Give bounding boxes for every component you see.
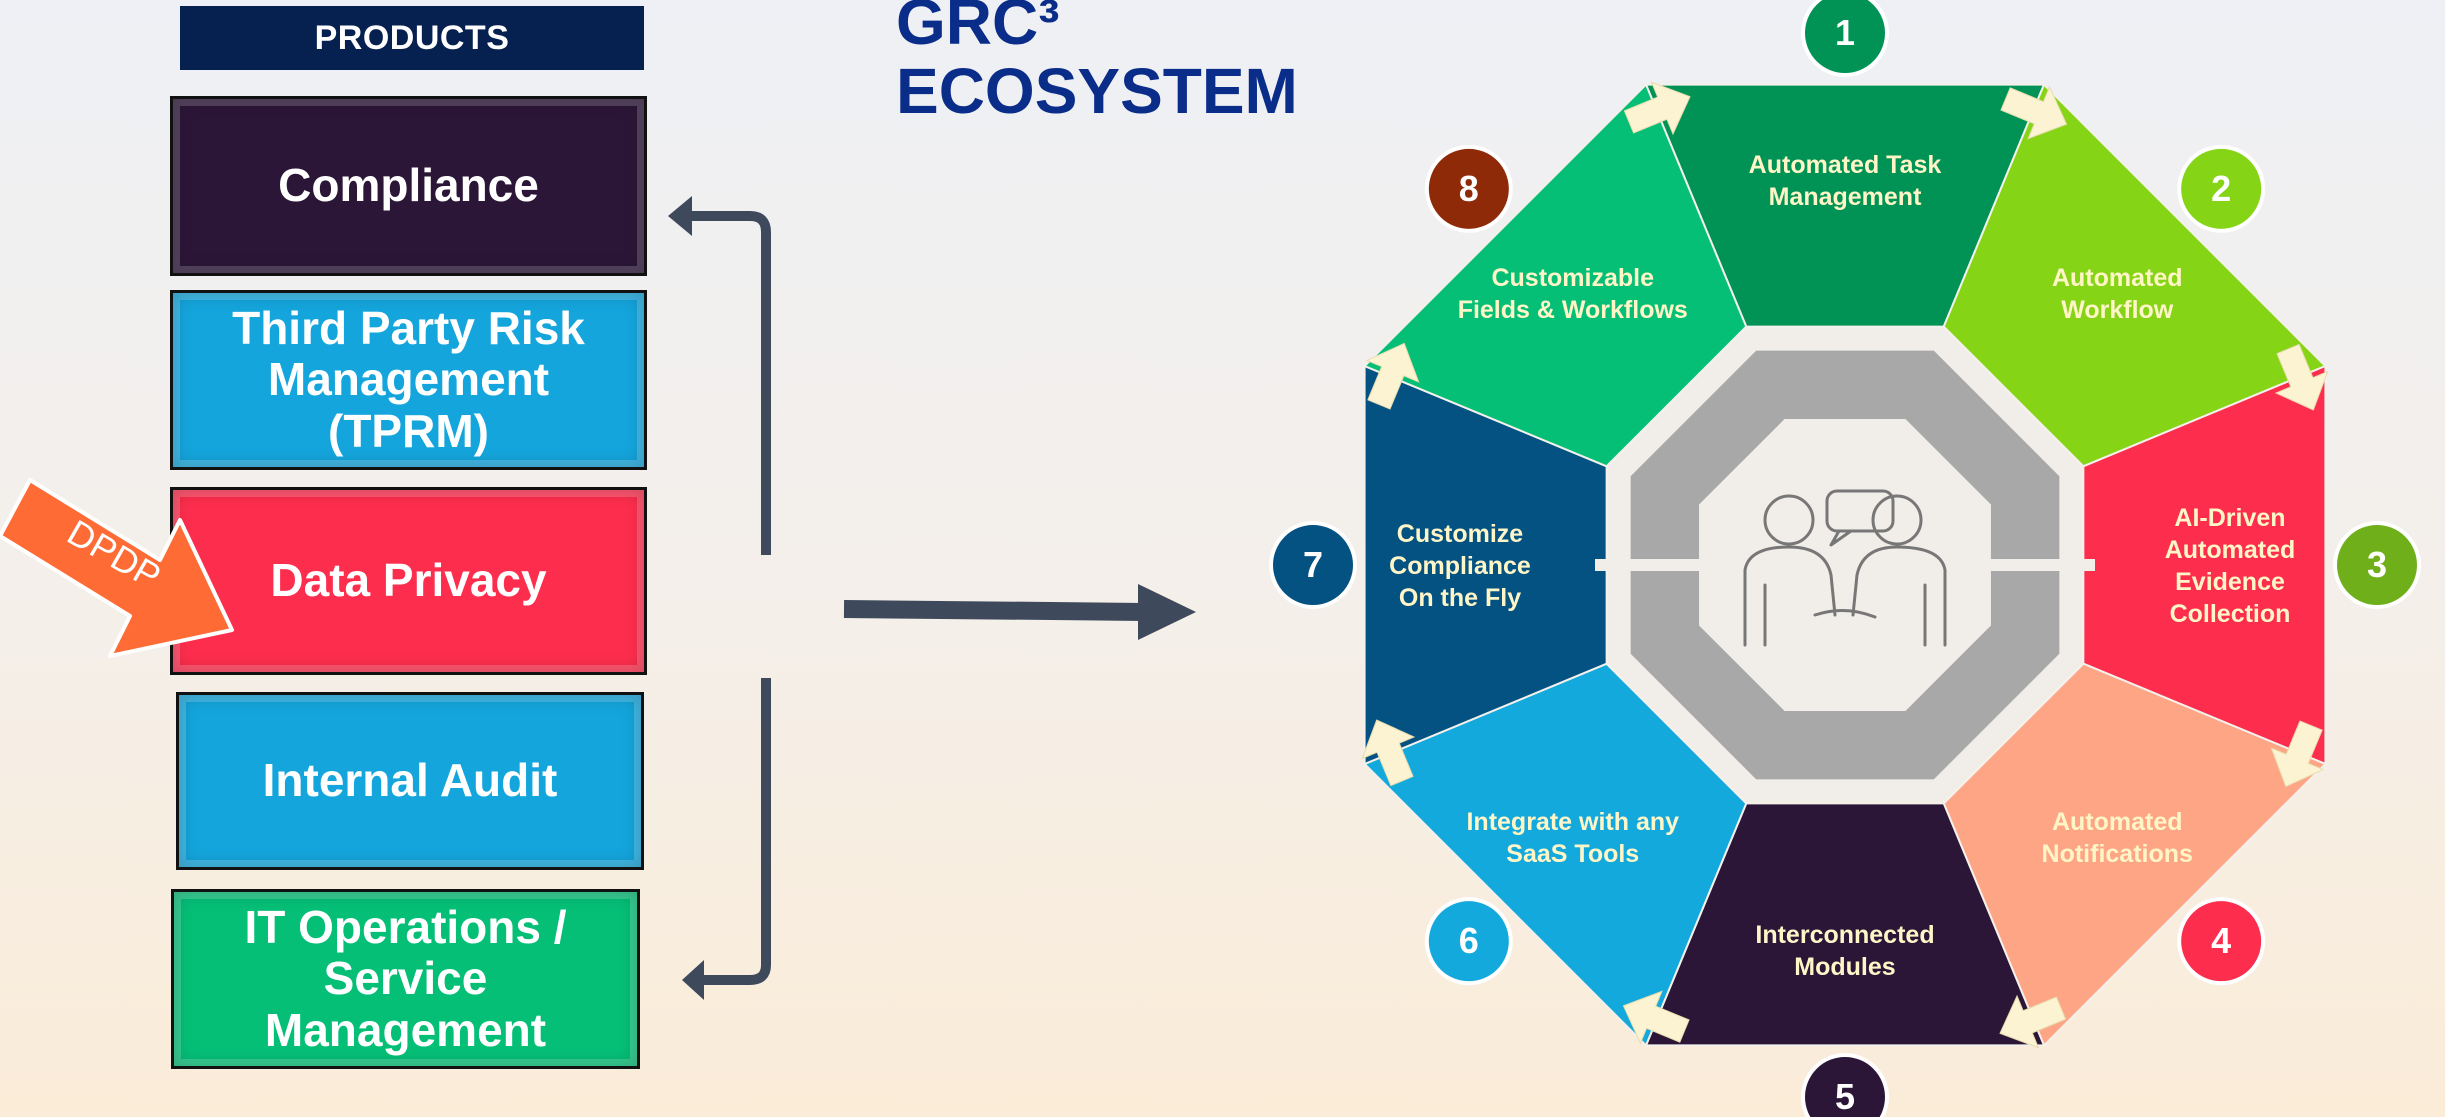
- segment-1-label-line: Automated Task: [1749, 151, 1942, 179]
- badge-7-number: 7: [1303, 544, 1323, 585]
- product-it-operations-line-2: Service: [323, 952, 488, 1005]
- title-line-1: GRC³: [896, 0, 1060, 58]
- connector-arrows: [668, 196, 1196, 1000]
- ecosystem-title: GRC³ ECOSYSTEM: [896, 0, 1298, 126]
- segment-6-label-line: SaaS Tools: [1506, 840, 1639, 868]
- person-right-body: [1851, 545, 1947, 647]
- segment-4-label-line: Notifications: [2042, 840, 2193, 868]
- product-it-operations[interactable]: IT Operations / Service Management: [171, 889, 640, 1069]
- flow-arrow: [1361, 719, 1416, 787]
- badge-2-number: 2: [2211, 168, 2231, 209]
- product-it-operations-line-1: IT Operations /: [244, 900, 567, 953]
- person-left-head: [1763, 494, 1815, 546]
- badge-3: [2333, 521, 2421, 609]
- badge-8: [1424, 144, 1513, 233]
- bracket-down-arrowhead: [682, 960, 704, 1000]
- segment-7-label-line: Customize: [1397, 520, 1524, 548]
- product-compliance-label: Compliance: [278, 159, 539, 212]
- bracket-down-line: [700, 678, 771, 985]
- product-tprm-line-1: Third Party Risk: [232, 301, 585, 354]
- segment-5-label-line: Interconnected: [1755, 921, 1934, 949]
- products-header: PRODUCTS: [180, 6, 644, 70]
- badge-1: [1801, 0, 1889, 77]
- badge-6-number: 6: [1459, 920, 1479, 961]
- dpdp-arrow-tag: DPDP: [0, 478, 234, 658]
- badge-4: [2177, 897, 2266, 986]
- main-arrow-line: [843, 600, 1151, 621]
- segment-4-label-line: Automated: [2052, 808, 2183, 836]
- ring-gap: [1595, 559, 2095, 571]
- segment-6-label-line: Integrate with any: [1466, 808, 1679, 836]
- person-right-head: [1871, 494, 1923, 546]
- flow-arrow: [1365, 342, 1420, 410]
- badge-8-number: 8: [1459, 168, 1479, 209]
- badge-1-number: 1: [1835, 12, 1855, 53]
- product-tprm[interactable]: Third Party Risk Management (TPRM): [170, 290, 647, 470]
- bracket-up-line: [692, 211, 771, 555]
- segment-5-label-line: Modules: [1794, 953, 1895, 981]
- badge-7: [1269, 521, 1357, 609]
- handshake-hands: [1813, 609, 1877, 619]
- flow-arrow: [1623, 81, 1691, 136]
- segment-3-label-line: Evidence: [2175, 568, 2285, 596]
- product-tprm-line-2: Management: [267, 353, 550, 406]
- flow-arrow: [1999, 994, 2067, 1049]
- segment-3-label-line: Collection: [2170, 600, 2291, 628]
- badge-4-number: 4: [2211, 920, 2231, 961]
- segment-8: [1362, 82, 1748, 468]
- segment-7-label-line: On the Fly: [1399, 584, 1521, 612]
- badge-5-number: 5: [1835, 1076, 1855, 1117]
- main-arrow-head: [1138, 584, 1196, 640]
- title-line-2: ECOSYSTEM: [896, 55, 1298, 128]
- segment-3-label-line: AI-Driven: [2174, 504, 2285, 532]
- segment-2-label-line: Workflow: [2061, 296, 2174, 324]
- bracket-up-arrowhead: [668, 196, 692, 236]
- segment-8-label-line: Customizable: [1491, 264, 1654, 292]
- flow-arrow: [2274, 343, 2329, 411]
- product-internal-audit[interactable]: Internal Audit: [176, 692, 644, 870]
- flow-arrow: [2000, 85, 2068, 140]
- badge-3-number: 3: [2367, 544, 2387, 585]
- badge-6: [1424, 897, 1513, 986]
- segment-2-label-line: Automated: [2052, 264, 2183, 292]
- segment-3-label-line: Automated: [2165, 536, 2296, 564]
- badge-2: [2177, 144, 2266, 233]
- product-data-privacy[interactable]: Data Privacy: [170, 487, 647, 675]
- dpdp-arrow-shape: [0, 478, 234, 658]
- product-compliance[interactable]: Compliance: [170, 96, 647, 276]
- badge-5: [1801, 1053, 1889, 1117]
- speech-bubble: [1825, 489, 1895, 533]
- segment-7-label-line: Compliance: [1389, 552, 1531, 580]
- product-it-operations-line-3: Management: [264, 1003, 547, 1056]
- product-tprm-line-3: (TPRM): [328, 404, 489, 457]
- product-data-privacy-label: Data Privacy: [270, 554, 547, 607]
- flow-arrow: [1622, 990, 1690, 1045]
- flow-arrow: [2270, 720, 2325, 788]
- speech-bubble-tail: [1829, 529, 1853, 547]
- product-internal-audit-label: Internal Audit: [262, 754, 558, 807]
- handshake-icon: [1743, 489, 1947, 647]
- segment-8-label-line: Fields & Workflows: [1458, 296, 1688, 324]
- segment-1-label-line: Management: [1769, 183, 1922, 211]
- person-left-body: [1743, 545, 1837, 647]
